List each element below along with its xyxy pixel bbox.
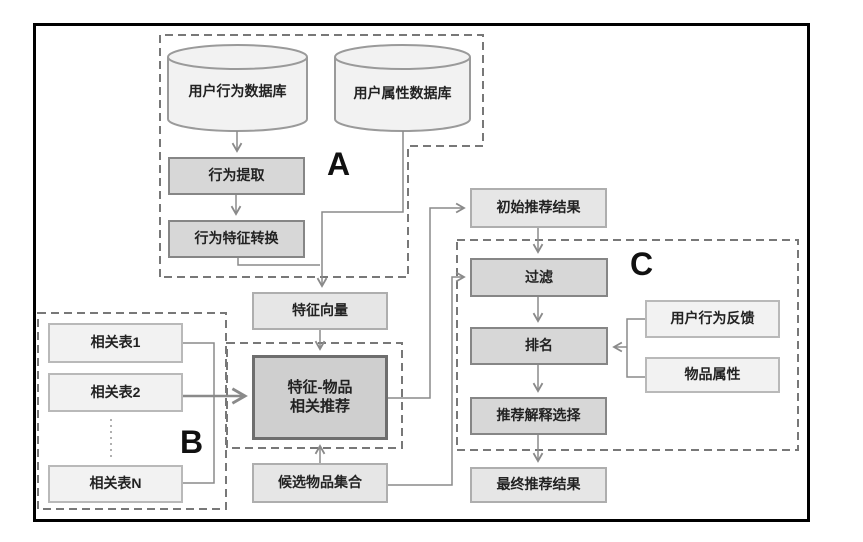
node-user-feedback: 用户行为反馈 (645, 300, 780, 338)
outer-frame (33, 23, 810, 522)
edge-attrdb-to-featurevector (316, 131, 404, 288)
group-a-outline (159, 34, 484, 278)
node-feature-vector: 特征向量 (252, 292, 388, 330)
node-feature-item-line1: 特征-物品 (287, 378, 353, 396)
node-related-table-1: 相关表1 (48, 323, 183, 363)
node-final-results: 最终推荐结果 (470, 467, 607, 503)
node-feature-item-line2: 相关推荐 (289, 397, 350, 415)
group-b-outline (37, 312, 227, 510)
node-behavior-transform: 行为特征转换 (168, 220, 305, 258)
database-cylinder-behavior-top (167, 44, 308, 70)
node-related-table-2: 相关表2 (48, 373, 183, 412)
database-cylinder-attr-top (334, 44, 471, 70)
edge-candidates-to-filter (388, 271, 466, 486)
node-feature-item-recommend: 特征-物品 相关推荐 (252, 355, 388, 440)
edge-feedback-attrs-bus (626, 318, 645, 378)
group-c-outline (456, 239, 799, 451)
edge-transform-merge (237, 258, 320, 266)
edge-featureitem-to-initial (388, 202, 466, 399)
node-candidate-items: 候选物品集合 (252, 463, 388, 503)
node-ranking: 排名 (470, 327, 608, 365)
group-label-b: B (180, 424, 204, 460)
edge-tables-bus (183, 342, 215, 484)
group-label-c: C (630, 246, 654, 282)
node-user-attr-db: 用户属性数据库 (353, 85, 452, 101)
node-item-attrs: 物品属性 (645, 357, 780, 393)
node-initial-results: 初始推荐结果 (470, 188, 607, 228)
database-cylinder-attr (334, 57, 471, 132)
node-user-behavior-db: 用户行为数据库 (188, 83, 287, 99)
group-label-a: A (327, 146, 351, 182)
node-filter: 过滤 (470, 258, 608, 297)
node-explain-select: 推荐解释选择 (470, 397, 607, 435)
node-related-table-n: 相关表N (48, 465, 183, 503)
node-behavior-extract: 行为提取 (168, 157, 305, 195)
